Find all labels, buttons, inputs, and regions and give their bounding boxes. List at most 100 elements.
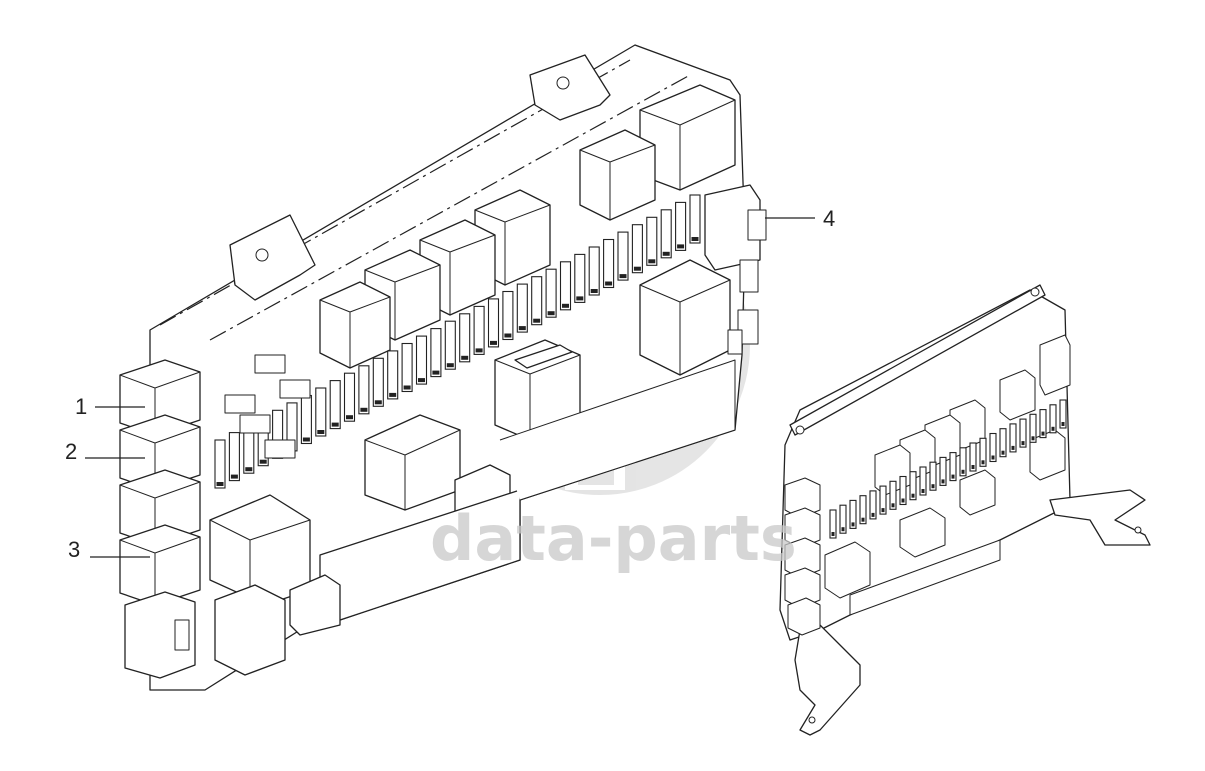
fuse-blade-cap	[446, 363, 454, 368]
fuse-blade	[646, 216, 658, 266]
fuse-blade	[1009, 423, 1017, 453]
small-box-relays	[824, 334, 1071, 599]
fuse-blade-cap	[662, 251, 670, 256]
fuse-blade	[879, 485, 887, 515]
small-box-relay-column	[784, 477, 821, 636]
fuse-blade-cap	[346, 415, 353, 420]
fuse-blade	[1039, 409, 1047, 439]
connector-lower-left	[209, 494, 341, 676]
fuse-blade	[415, 335, 428, 385]
fuse-blade	[1019, 418, 1027, 448]
relay-center	[494, 339, 581, 441]
fuse-blade	[516, 283, 528, 333]
fuse-blade	[372, 357, 384, 407]
fuse-blade-cap	[259, 459, 267, 464]
fuse-blade	[603, 238, 615, 289]
fuse-blade-cap	[1061, 422, 1065, 426]
fuse-blade-cap	[851, 522, 855, 527]
fuse-blade-cap	[951, 474, 955, 479]
fuse-blade	[1029, 413, 1037, 443]
fuse-blade-cap	[1001, 450, 1005, 455]
fuse-blade-cap	[475, 348, 483, 353]
fuse-blade	[889, 480, 897, 510]
fuse-blade-cap	[518, 326, 526, 331]
fuse-blade-cap	[389, 392, 397, 397]
fuse-blade-cap	[1021, 441, 1025, 446]
fuse-blade-cap	[605, 281, 613, 286]
fuse-blade	[574, 253, 586, 303]
small-components-cluster	[224, 354, 311, 459]
fuse-blade-cap	[633, 266, 641, 271]
fuse-blade-cap	[871, 512, 875, 517]
fuse-blade	[829, 509, 837, 539]
fuse-blade-cap	[831, 532, 835, 536]
relay-stack-left	[119, 359, 201, 679]
fuse-blade	[939, 456, 947, 486]
fuse-blade	[979, 437, 987, 467]
fuse-blade-cap	[302, 437, 310, 442]
fuse-blade	[919, 466, 927, 496]
fuse-blade	[899, 475, 907, 506]
fuse-blade	[675, 201, 687, 251]
callout-2-label: 2	[65, 439, 77, 464]
fuse-blade	[430, 328, 442, 378]
fuse-blade	[1059, 399, 1067, 429]
fuse-blade-cap	[590, 289, 598, 293]
fuse-blade	[969, 442, 977, 472]
fuse-blade	[689, 194, 701, 244]
side-connector-block	[704, 184, 767, 355]
fuse-blade-cap	[418, 378, 425, 383]
fuse-blade-cap	[981, 460, 985, 465]
fuse-blade-cap	[691, 237, 699, 241]
fuse-blade-cap	[991, 455, 995, 460]
fuse-blade	[859, 495, 867, 525]
fuse-blade	[315, 387, 327, 437]
fuse-blade-cap	[911, 493, 915, 498]
callout-4-label: 4	[823, 206, 835, 231]
fuse-blade	[869, 490, 877, 520]
fuse-blade	[387, 350, 399, 400]
callout-4: 4	[765, 206, 835, 231]
fuse-blade-cap	[1011, 445, 1015, 450]
fuse-blade	[909, 471, 917, 501]
fuse-blade-cap	[374, 400, 382, 405]
fuse-blade	[559, 261, 572, 311]
fuse-blade-cap	[921, 489, 925, 493]
fuse-blade-cap	[562, 303, 569, 308]
fuse-blade-cap	[317, 430, 325, 434]
fuse-blade	[1049, 404, 1057, 434]
fuse-blade	[617, 231, 629, 281]
fuse-blade	[929, 461, 937, 491]
fuse-blade	[487, 298, 500, 348]
fuse-blade	[989, 432, 997, 463]
fuse-blade-cap	[648, 259, 656, 264]
fuse-blade-cap	[1031, 436, 1035, 441]
fuse-blade	[401, 342, 413, 393]
fuse-blade-cap	[331, 422, 339, 427]
fuse-blade	[849, 499, 857, 529]
fuse-blade-cap	[490, 340, 497, 345]
fuse-blade	[999, 428, 1007, 458]
fuse-blade	[214, 439, 226, 489]
fuse-blade-cap	[576, 296, 584, 301]
fuse-blade-cap	[360, 407, 368, 412]
fuse-blade-cap	[1041, 431, 1045, 436]
fuse-blade-cap	[245, 467, 253, 472]
small-fuse-strip	[829, 399, 1067, 539]
fuse-blade-cap	[403, 385, 411, 390]
fuse-blade	[839, 504, 847, 534]
fuse-blade-cap	[677, 244, 685, 249]
fuse-blade-cap	[961, 469, 965, 474]
fuse-blade	[329, 380, 341, 430]
callout-3-label: 3	[68, 537, 80, 562]
callout-1-label: 1	[75, 394, 87, 419]
fuse-blade	[959, 447, 967, 477]
fuse-blade-cap	[901, 498, 905, 503]
fuse-blade-cap	[971, 465, 975, 469]
fuse-blade-cap	[504, 333, 512, 338]
fuse-blade	[473, 305, 485, 355]
fuse-blade-cap	[841, 527, 845, 532]
fuse-blade-cap	[941, 479, 945, 484]
fuse-blade-cap	[533, 318, 541, 323]
fuse-blade	[228, 432, 240, 482]
